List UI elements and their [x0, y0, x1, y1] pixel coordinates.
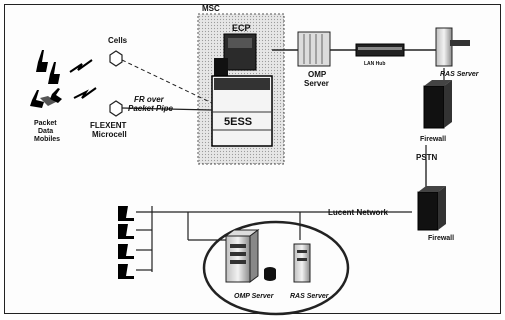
5ess-label: 5ESS: [224, 116, 252, 128]
mobiles-label-line2: Data: [38, 128, 53, 135]
omp-label-line2: Server: [304, 79, 329, 88]
ras-server-bottom: RAS Server: [290, 244, 330, 300]
mobile-phone-icon: [48, 62, 60, 84]
fr-label-line2: Packet Pipe: [128, 104, 173, 113]
firewall-bottom: Firewall: [418, 186, 454, 242]
terminal-icon: [118, 244, 134, 259]
omp-server: OMP Server: [298, 32, 330, 88]
omp-server-bottom: OMP Server: [226, 230, 276, 300]
terminals: [118, 206, 134, 279]
omp-server-bottom-label: OMP Server: [234, 293, 275, 300]
flexent-label-line2: Microcell: [92, 130, 127, 139]
flexent-label-line1: FLEXENT: [90, 121, 127, 130]
lan-hub-label: LAN Hub: [364, 61, 385, 67]
lan-hub: LAN Hub: [356, 44, 404, 67]
terminal-icon: [118, 264, 134, 279]
omp-label-line1: OMP: [308, 70, 327, 79]
msc-label: MSC: [202, 4, 220, 13]
mobiles-label-line1: Packet: [34, 120, 57, 127]
packet-data-mobiles: Packet Data Mobiles: [30, 50, 62, 143]
fr-label-line1: FR over: [134, 95, 165, 104]
mobile-phone-icon: [36, 50, 48, 72]
lightning-icon: [74, 88, 96, 98]
cells-label: Cells: [108, 36, 128, 45]
pstn-label: PSTN: [416, 153, 438, 162]
firewall-top: Firewall: [420, 80, 452, 143]
wireless-signal-icons: [70, 60, 96, 98]
ras-server-top-label: RAS Server: [440, 71, 480, 78]
flexent-microcell-node: FLEXENT Microcell: [90, 101, 127, 139]
ecp-label: ECP: [232, 23, 251, 33]
ras-server-bottom-label: RAS Server: [290, 293, 330, 300]
terminal-icon: [118, 224, 134, 239]
ras-server-top: RAS Server: [436, 28, 480, 78]
firewall-top-label: Firewall: [420, 136, 446, 143]
mobiles-label-line3: Mobiles: [34, 136, 60, 143]
lightning-icon: [70, 60, 92, 72]
firewall-bottom-label: Firewall: [428, 235, 454, 242]
lucent-network-label: Lucent Network: [328, 208, 389, 217]
terminal-icon: [118, 206, 134, 221]
